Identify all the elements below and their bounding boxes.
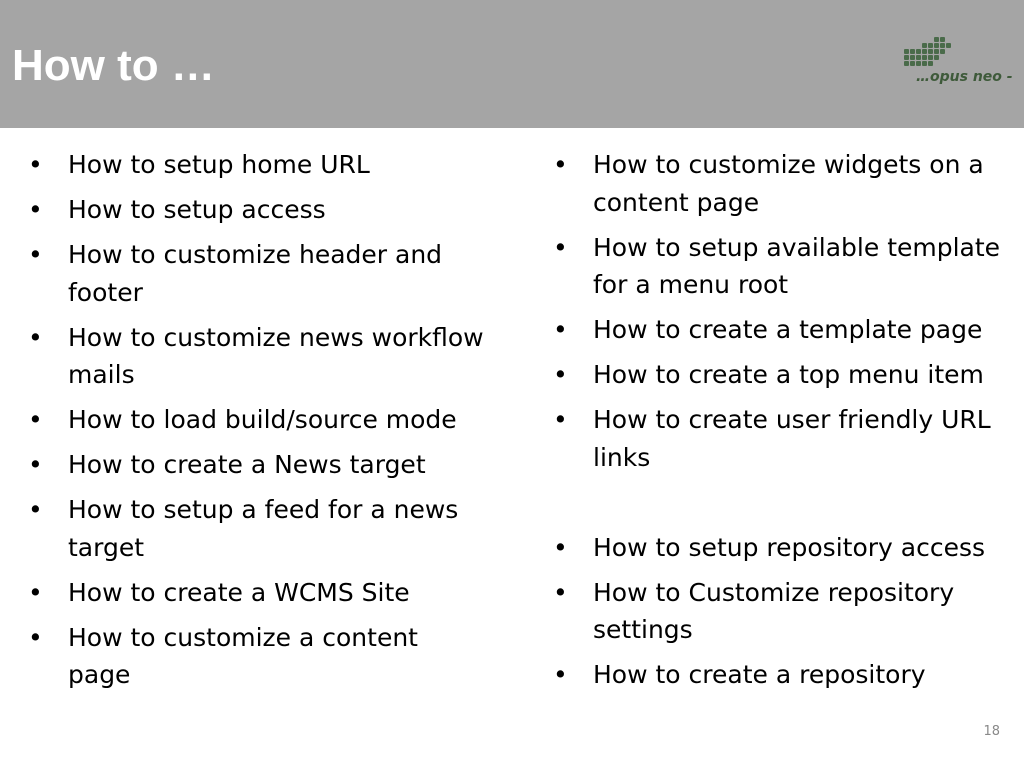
list-item: • How to create user friendly URL links [553, 401, 1013, 476]
bullet-icon: • [553, 405, 568, 434]
list-item-text: How to create a top menu item [593, 360, 984, 389]
bullet-icon: • [553, 532, 568, 562]
list-item: • How to customize news workflow mails [28, 319, 488, 394]
list-item-text: How to create user friendly URL links [593, 405, 991, 472]
bullet-icon: • [28, 150, 43, 179]
bullet-icon: • [28, 405, 43, 434]
list-item-text: How to setup access [68, 195, 326, 224]
list-item-text: How to setup a feed for a news target [68, 495, 459, 562]
list-item: • How to create a News target [28, 446, 488, 484]
bullet-icon: • [28, 322, 43, 352]
list-item-text: How to create a repository [593, 660, 926, 689]
list-item-text: How to Customize repository settings [593, 577, 955, 645]
header-bar: How to … [0, 0, 1024, 128]
bullet-icon: • [28, 450, 43, 479]
list-item: • How to customize a content page [28, 619, 488, 694]
list-item: • How to create a repository [553, 656, 1013, 694]
logo-dot-grid-icon [904, 37, 951, 66]
left-bullet-list: • How to setup home URL • How to setup acc… [28, 146, 488, 701]
bullet-icon: • [28, 577, 43, 607]
page-title: How to … [12, 41, 215, 90]
bullet-icon: • [553, 232, 568, 262]
list-item: • How to setup repository access [553, 529, 1013, 567]
list-item: • How to customize header and footer [28, 236, 488, 311]
list-item: • How to setup access [28, 191, 488, 229]
list-item-text: How to setup available template for a me… [593, 232, 1001, 300]
bullet-icon: • [28, 195, 43, 224]
list-item: • How to Customize repository settings [553, 574, 1013, 649]
list-item: • How to setup available template for a m… [553, 229, 1013, 304]
list-item: • How to load build/source mode [28, 401, 488, 439]
list-item: • How to customize widgets on a content p… [553, 146, 1013, 221]
bullet-icon: • [553, 577, 568, 607]
bullet-icon: • [28, 240, 43, 269]
logo-wordmark: …opus neo - [916, 69, 1013, 85]
right-bullet-list: • How to customize widgets on a content p… [553, 146, 1013, 701]
list-item-text: How to load build/source mode [68, 405, 457, 434]
list-spacer [553, 484, 1013, 529]
bullet-icon: • [28, 495, 43, 524]
list-item-text: How to create a template page [593, 315, 983, 344]
list-item-text: How to setup repository access [593, 532, 986, 562]
bullet-icon: • [28, 622, 43, 652]
list-item: • How to create a top menu item [553, 356, 1013, 394]
list-item-text: How to customize news workflow mails [68, 322, 484, 390]
list-item-text: How to create a WCMS Site [68, 577, 410, 607]
page-number: 18 [983, 724, 1000, 739]
list-item: • How to setup a feed for a news target [28, 491, 488, 566]
list-item-text: How to setup home URL [68, 150, 370, 179]
list-item-text: How to customize a content page [68, 622, 418, 690]
list-item: • How to create a WCMS Site [28, 574, 488, 612]
list-item-text: How to customize widgets on a content pa… [593, 150, 984, 217]
list-item-text: How to customize header and footer [68, 240, 443, 307]
opus-neo-logo: …opus neo - [898, 36, 1024, 88]
bullet-icon: • [553, 150, 568, 179]
list-item-text: How to create a News target [68, 450, 426, 479]
bullet-icon: • [553, 360, 568, 389]
list-item: • How to setup home URL [28, 146, 488, 184]
bullet-icon: • [553, 660, 568, 689]
bullet-icon: • [553, 315, 568, 344]
list-item: • How to create a template page [553, 311, 1013, 349]
